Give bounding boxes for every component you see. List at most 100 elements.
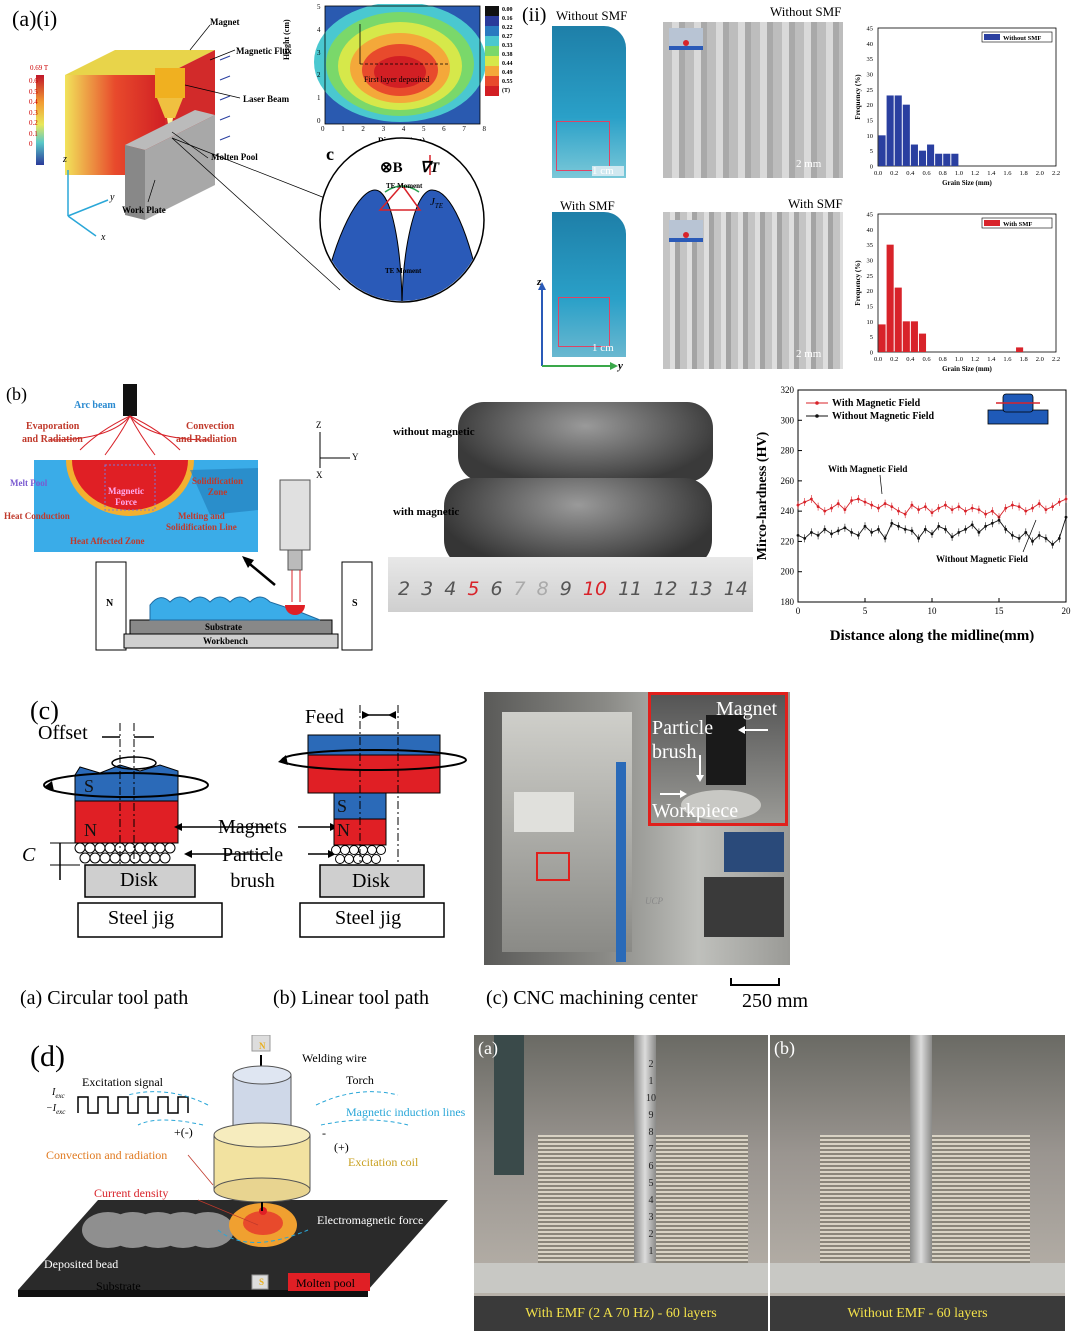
y-tick-label: 40	[867, 227, 874, 234]
legend-label: Without SMF	[1003, 35, 1041, 42]
data-point	[1057, 537, 1061, 540]
histogram-bar	[878, 135, 886, 166]
data-point	[1031, 540, 1034, 543]
label-offset: Offset	[38, 722, 88, 744]
data-point	[937, 524, 941, 528]
data-point	[816, 505, 820, 508]
label-c-gap: C	[22, 844, 36, 866]
y-tick-label: 20	[867, 102, 874, 109]
legend-label: With SMF	[1003, 221, 1032, 228]
panel-b-tag: (b)	[6, 384, 27, 404]
data-point	[850, 530, 853, 534]
y-tick-label: 45	[867, 26, 874, 33]
data-point	[990, 509, 994, 513]
label-arc-beam: Arc beam	[74, 400, 116, 411]
histogram-bar	[1016, 347, 1024, 352]
magnet-schematic	[36, 24, 241, 237]
legend-marker	[815, 414, 819, 418]
axis-b-z: Z	[316, 420, 322, 430]
x-tick-label: 1.2	[971, 356, 979, 363]
inset-c-grad-label: ∇T	[420, 160, 440, 176]
axis-z-label: z	[63, 154, 67, 165]
wall-photo-without-emf	[770, 1035, 1065, 1331]
x-tick-label: 5	[863, 606, 868, 616]
title-with-smf-1: With SMF	[560, 198, 615, 213]
data-point	[970, 523, 974, 527]
label-welding-wire: Welding wire	[302, 1051, 367, 1065]
data-point	[877, 506, 880, 510]
y-tick-label: 40	[867, 41, 874, 48]
label-steel-jig-1: Steel jig	[108, 907, 175, 929]
inset-c-tag: c	[326, 144, 334, 164]
x-tick-label: 15	[995, 606, 1005, 616]
data-point	[823, 527, 827, 531]
label-minus-plus: -	[322, 1126, 326, 1140]
data-point	[903, 527, 907, 531]
data-point	[1037, 533, 1041, 537]
histogram-bar	[894, 287, 902, 352]
inset-c-j-label: JTE	[430, 196, 444, 211]
y-tick-label: 15	[867, 118, 874, 125]
data-point	[903, 512, 907, 516]
label-magnetic-lines: Magnetic induction lines	[346, 1105, 466, 1119]
data-point	[1024, 530, 1028, 534]
data-point	[944, 527, 947, 531]
label-n-d: N	[259, 1041, 266, 1051]
y-tick-label: 200	[781, 567, 795, 577]
histogram-bar	[902, 321, 910, 352]
caption-linear-path: (b) Linear tool path	[273, 987, 430, 1009]
data-point	[863, 500, 867, 504]
data-point	[930, 532, 934, 536]
histogram-bar	[918, 150, 927, 166]
machine-label: UCP	[645, 896, 663, 906]
panel-d-tag: (d)	[30, 1040, 65, 1073]
y-tick-label: 10	[867, 319, 874, 326]
magnet-s-b: S	[352, 598, 358, 609]
data-point	[1011, 503, 1014, 507]
title-with-smf-2: With SMF	[788, 196, 843, 211]
data-point	[897, 509, 900, 513]
data-point	[883, 537, 887, 540]
data-point	[917, 508, 920, 512]
panel-a-ii-tag: (ii)	[522, 4, 547, 26]
y-tick-label: 5	[870, 148, 873, 155]
data-point	[923, 527, 927, 531]
label-steel-jig-2: Steel jig	[335, 907, 402, 929]
label-with-magnetic: with magnetic	[393, 506, 460, 518]
x-tick-label: 2.0	[1036, 170, 1044, 177]
axis-z2-label: z	[537, 276, 542, 288]
contour-inner-label: First layer deposited	[364, 75, 430, 84]
caption-without-emf: Without EMF - 60 layers	[770, 1296, 1065, 1331]
legend-swatch	[984, 220, 1000, 226]
data-point	[810, 530, 813, 534]
x-tick-label: 2.2	[1052, 170, 1060, 177]
data-point	[856, 497, 860, 501]
caption-circular-path: (a) Circular tool path	[20, 987, 189, 1009]
label-and-radiation-2: and Radiation	[176, 434, 237, 445]
legend-swatch	[984, 34, 1000, 40]
grain-map-with-smf	[663, 212, 843, 369]
legend-label: With Magnetic Field	[832, 398, 921, 409]
y-axis-label: Mirco-hardness (HV)	[755, 431, 770, 560]
data-point	[990, 521, 994, 525]
inset-c-te-bottom: TE Moment	[385, 267, 422, 275]
inset-c-b-label: ⊗B	[380, 160, 403, 176]
label-laser-beam: Laser Beam	[243, 94, 290, 104]
label-i-exc-pos: Iexc	[52, 1087, 65, 1100]
data-point	[964, 509, 967, 513]
data-point	[816, 533, 820, 537]
data-point	[917, 537, 920, 540]
inset-arrows	[660, 726, 768, 798]
y-tick-label: 45	[867, 212, 874, 219]
legend-marker	[815, 401, 819, 405]
label-evaporation: Evaporation	[26, 421, 80, 432]
x-tick-label: 10	[928, 606, 938, 616]
data-point	[870, 503, 874, 507]
